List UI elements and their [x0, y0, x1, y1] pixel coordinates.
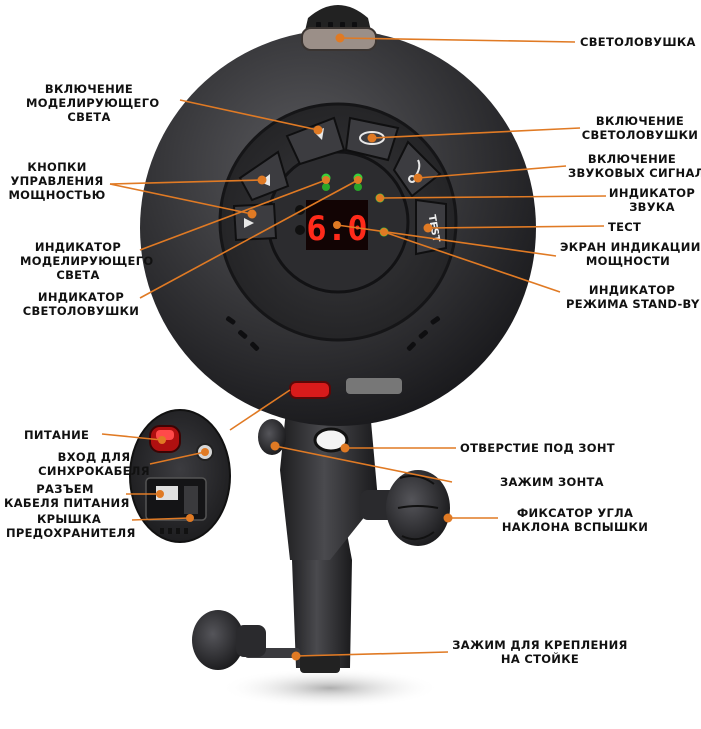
stand-base — [300, 655, 340, 673]
label-umbrella-clamp: ЗАЖИМ ЗОНТА — [500, 475, 604, 489]
stand-clamp-knob-stem — [236, 625, 266, 657]
label-svetolovushka: СВЕТОЛОВУШКА — [580, 35, 696, 49]
ground-shadow — [220, 668, 440, 708]
label-stand-clamp: ЗАЖИМ ДЛЯ КРЕПЛЕНИЯ НА СТОЙКЕ — [452, 638, 628, 666]
fuse-cover[interactable] — [184, 486, 198, 514]
label-model-light-on: ВКЛЮЧЕНИЕ МОДЕЛИРУЮЩЕГО СВЕТА — [26, 82, 160, 124]
tilt-lock-knob[interactable] — [386, 470, 450, 546]
label-power-screen: ЭКРАН ИНДИКАЦИИ МОЩНОСТИ — [560, 240, 701, 268]
label-standby-indicator: ИНДИКАТОР РЕЖИМА STAND-BY — [566, 283, 700, 311]
label-model-light-indicator: ИНДИКАТОР МОДЕЛИРУЮЩЕГО СВЕТА — [20, 240, 154, 282]
label-sound-indicator: ИНДИКАТОР ЗВУКА — [608, 186, 696, 214]
stand-clamp-knob[interactable] — [192, 610, 244, 670]
label-power-buttons: КНОПКИ УПРАВЛЕНИЯ МОЩНОСТЬЮ — [8, 160, 106, 202]
bottom-connector — [346, 378, 402, 394]
label-umbrella-hole: ОТВЕРСТИЕ ПОД ЗОНТ — [460, 441, 615, 455]
umbrella-hole — [313, 427, 349, 453]
label-power: ПИТАНИЕ — [24, 428, 90, 442]
side-vents — [225, 316, 441, 351]
label-sound-on: ВКЛЮЧЕНИЕ ЗВУКОВЫХ СИГНАЛОВ — [568, 152, 701, 180]
label-slave-indicator: ИНДИКАТОР СВЕТОЛОВУШКИ — [22, 290, 140, 318]
label-fuse-cover: КРЫШКА ПРЕДОХРАНИТЕЛЯ — [6, 512, 136, 540]
label-slave-on: ВКЛЮЧЕНИЕ СВЕТОЛОВУШКИ — [581, 114, 699, 142]
label-tilt-lock: ФИКСАТОР УГЛА НАКЛОНА ВСПЫШКИ — [501, 506, 649, 534]
label-power-connector: РАЗЪЕМ КАБЕЛЯ ПИТАНИЯ — [4, 482, 130, 510]
label-test: ТЕСТ — [608, 220, 642, 234]
label-sync-input: ВХОД ДЛЯ СИНХРОКАБЕЛЯ — [38, 450, 150, 478]
